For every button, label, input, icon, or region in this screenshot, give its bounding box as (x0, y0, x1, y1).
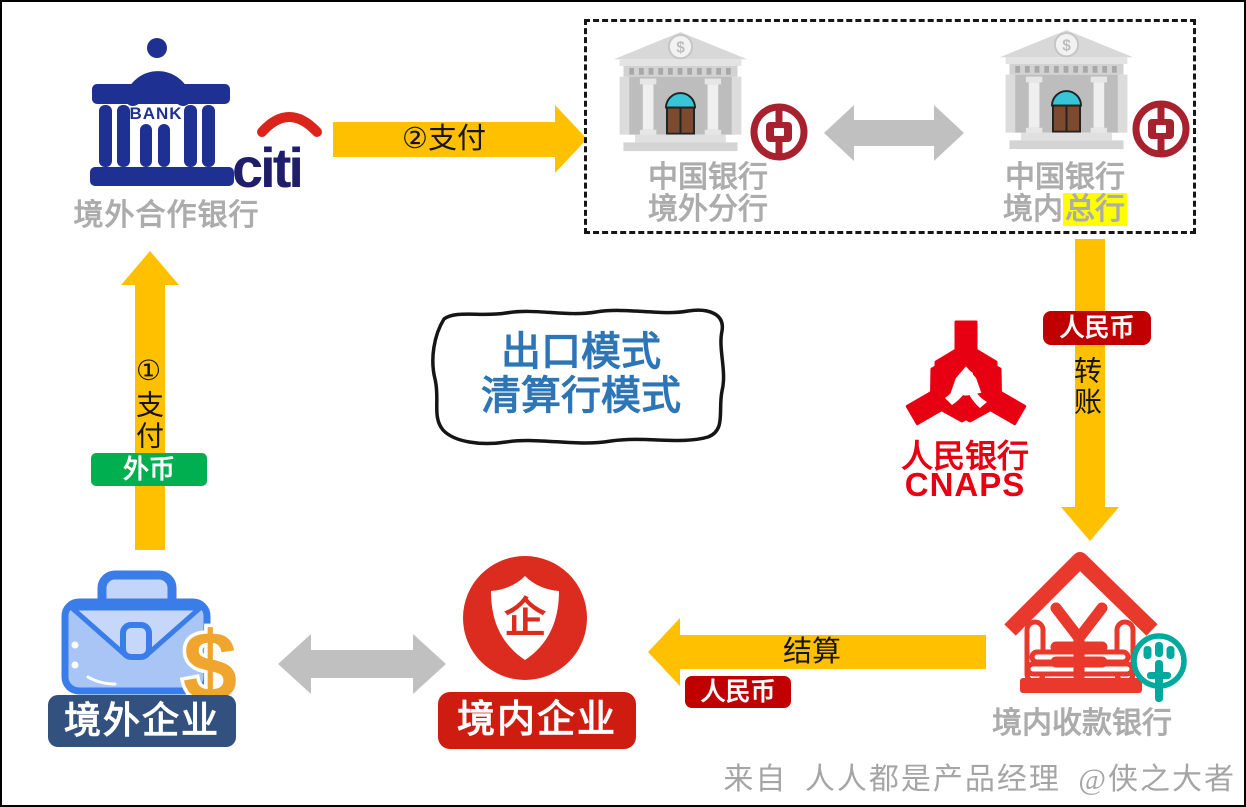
boc-head-office-line1: 中国银行 (1005, 161, 1125, 194)
overseas-partner-bank-label: 境外合作银行 (73, 199, 260, 232)
pboc-system-name: CNAPS (904, 466, 1026, 503)
boc-head-office-label: 中国银行 境内总行 (979, 162, 1151, 226)
citi-logo-text: citi (232, 136, 301, 192)
boc-head-office-line2-prefix: 境内 (1003, 193, 1063, 226)
enterprise-double-arrow (278, 634, 446, 694)
yuan-symbol-icon (1050, 602, 1108, 684)
receiving-bank-house-icon (1004, 552, 1158, 693)
mode-title: 出口模式 清算行模式 (426, 291, 736, 457)
arrow-step1-payment (121, 251, 179, 550)
boc-overseas-branch-label: 中国银行 境外分行 (622, 162, 794, 226)
mode-title-bubble (431, 308, 726, 446)
overseas-enterprise-label: 境外企业 (48, 695, 236, 747)
pboc-logo-icon (905, 320, 1027, 426)
arrow-transfer (1061, 239, 1119, 541)
rmb-tag-settlement: 人民币 (685, 676, 791, 708)
arrow-settlement-head (648, 618, 680, 686)
arrow-transfer-body (1075, 239, 1105, 507)
arrow-step1-label: ①支付 (133, 354, 164, 452)
domestic-enterprise-shield-icon: 企 (463, 556, 587, 680)
citi-logo-arc (257, 112, 322, 137)
arrow-transfer-label: 转账 (1071, 356, 1102, 418)
clearing-bank-group-box (584, 19, 1196, 234)
arrow-settlement-label: 结算 (782, 636, 841, 668)
boc-head-office-highlight: 总行 (1063, 193, 1127, 226)
abc-bank-logo-icon (1131, 633, 1187, 702)
overseas-partner-bank-icon: BANK citi (90, 38, 322, 192)
domestic-enterprise-label: 境内企业 (438, 692, 636, 749)
boc-overseas-line1: 中国银行 (648, 161, 768, 194)
arrow-settlement: 结算 (648, 618, 986, 686)
bank-of-china-logo-icon (1132, 100, 1190, 158)
bank-icon-text: BANK (129, 104, 182, 123)
arrow-step2-body (333, 122, 555, 157)
interbank-double-arrow (824, 105, 964, 161)
arrow-settlement-body (680, 635, 986, 669)
arrow-step2-payment: ②支付 (333, 105, 587, 174)
boc-overseas-branch-building-icon: $ (613, 32, 748, 152)
arrow-step2-head (555, 105, 587, 173)
pediment-dollar-icon: $ (1062, 37, 1071, 54)
overseas-enterprise-briefcase-icon: $ (61, 570, 241, 713)
pediment-dollar-icon: $ (676, 39, 685, 56)
arrow-step1-body (135, 284, 165, 550)
boc-head-office-line2: 境内总行 (979, 193, 1151, 226)
bank-of-china-logo-icon (750, 103, 808, 161)
mode-title-line1: 出口模式 (501, 330, 661, 374)
shield-enterprise-char: 企 (504, 594, 547, 641)
foreign-currency-tag: 外币 (91, 453, 207, 486)
boc-head-office-building-icon: $ (999, 30, 1134, 150)
mode-title-line2: 清算行模式 (481, 374, 681, 418)
rmb-tag-transfer: 人民币 (1043, 311, 1151, 345)
boc-overseas-line2: 境外分行 (648, 193, 768, 226)
arrow-step1-head (121, 251, 179, 285)
receiving-bank-label: 境内收款银行 (992, 707, 1172, 740)
watermark-text: 来自 人人都是产品经理 @侠之大者 (723, 763, 1236, 796)
arrow-step2-label: ②支付 (402, 123, 486, 155)
pboc-name: 人民银行 (900, 438, 1029, 474)
arrow-transfer-head (1061, 507, 1119, 541)
